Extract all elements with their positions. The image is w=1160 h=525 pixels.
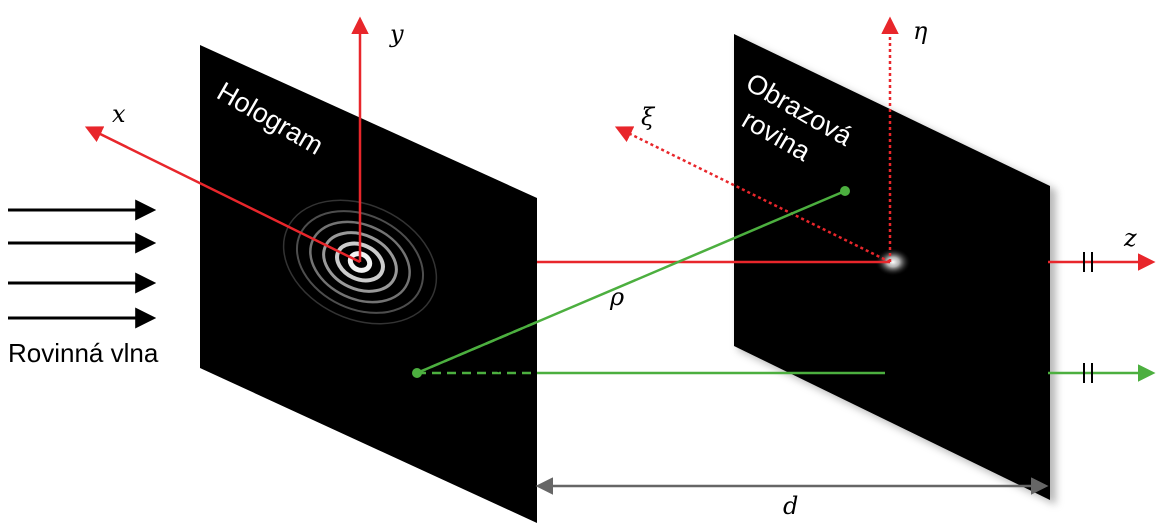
x-axis-label: x: [112, 100, 126, 128]
xi-axis-label: ξ: [641, 103, 656, 131]
rho-label: ρ: [609, 283, 624, 311]
plane-wave-arrows: [8, 199, 157, 329]
image-point: [840, 186, 850, 196]
optical-axis: [537, 252, 1156, 272]
delta-angle-arc: [492, 344, 501, 373]
d-label: d: [783, 492, 798, 520]
focused-spot: [875, 248, 911, 276]
xi-axis: [614, 126, 891, 264]
x-axis: [84, 126, 361, 264]
hologram-fringe-rings: [282, 199, 438, 325]
angle-dashed-line: [416, 320, 538, 375]
y-axis-label: y: [389, 20, 404, 48]
plane-wave-label: Rovinná vlna: [8, 338, 159, 368]
hologram-axes: [84, 16, 369, 264]
z-axis-label: z: [1123, 224, 1137, 252]
image-plane-axes: [614, 16, 899, 264]
delta-label: δ: [503, 342, 517, 370]
eta-axis-label: η: [913, 17, 928, 45]
hologram-plane: [200, 45, 537, 523]
source-point: [412, 368, 422, 378]
green-ray-group: [416, 189, 1156, 383]
